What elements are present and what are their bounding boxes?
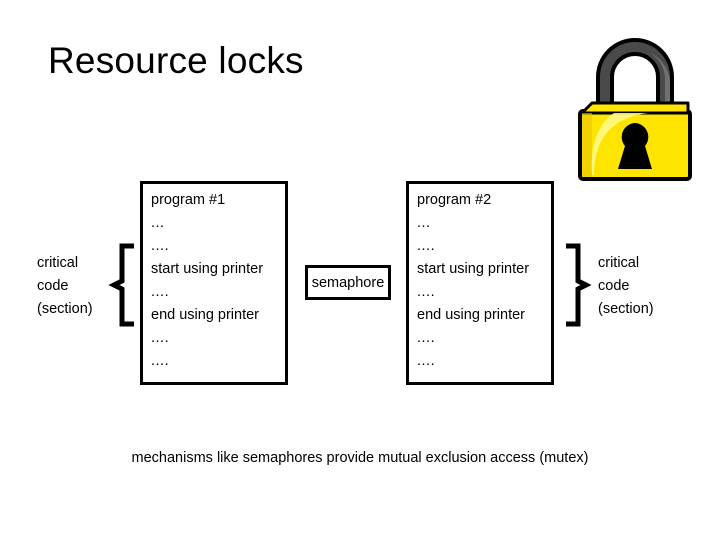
slide-caption: mechanisms like semaphores provide mutua… — [131, 450, 589, 466]
program-box-1: program #1 ... .... start using printer … — [140, 181, 288, 385]
code-line: end using printer — [417, 307, 526, 323]
code-line: .... — [417, 353, 436, 369]
semaphore-label: semaphore — [311, 274, 385, 291]
critical-label-line-2: code — [37, 278, 69, 294]
critical-label-line-1: critical — [37, 255, 79, 271]
padlock-shackle — [596, 38, 674, 119]
code-line: end using printer — [151, 307, 260, 323]
code-line: ... — [151, 215, 165, 231]
padlock-shackle-highlight — [648, 52, 670, 115]
padlock-illustration — [570, 25, 700, 185]
code-line: start using printer — [151, 261, 264, 277]
padlock-body-bevel — [580, 101, 690, 115]
left-curly-brace-icon — [108, 243, 138, 327]
program-1-code: program #1 ... .... start using printer … — [151, 189, 283, 373]
critical-label-line-3: (section) — [37, 301, 93, 317]
semaphore-box: semaphore — [305, 265, 391, 300]
code-line: start using printer — [417, 261, 530, 277]
critical-label-line-1: critical — [598, 255, 640, 271]
code-line: .... — [151, 330, 170, 346]
padlock-icon — [578, 38, 692, 181]
padlock-body-shade — [582, 113, 592, 177]
code-line: .... — [151, 284, 170, 300]
code-line: ... — [417, 215, 431, 231]
page-title: Resource locks — [48, 40, 304, 81]
right-curly-brace-icon — [562, 243, 592, 327]
padlock-body-highlight — [591, 113, 648, 175]
program-box-2: program #2 ... .... start using printer … — [406, 181, 554, 385]
critical-section-label-left: critical code (section) — [37, 252, 93, 321]
code-line: .... — [151, 238, 170, 254]
code-line: .... — [151, 353, 170, 369]
code-line: program #2 — [417, 192, 492, 208]
code-line: program #1 — [151, 192, 226, 208]
code-line: .... — [417, 284, 436, 300]
critical-section-label-right: critical code (section) — [598, 252, 654, 321]
critical-label-line-3: (section) — [598, 301, 654, 317]
padlock-keyhole — [618, 123, 652, 169]
critical-label-line-2: code — [598, 278, 630, 294]
code-line: .... — [417, 330, 436, 346]
code-line: .... — [417, 238, 436, 254]
program-2-code: program #2 ... .... start using printer … — [417, 189, 549, 373]
